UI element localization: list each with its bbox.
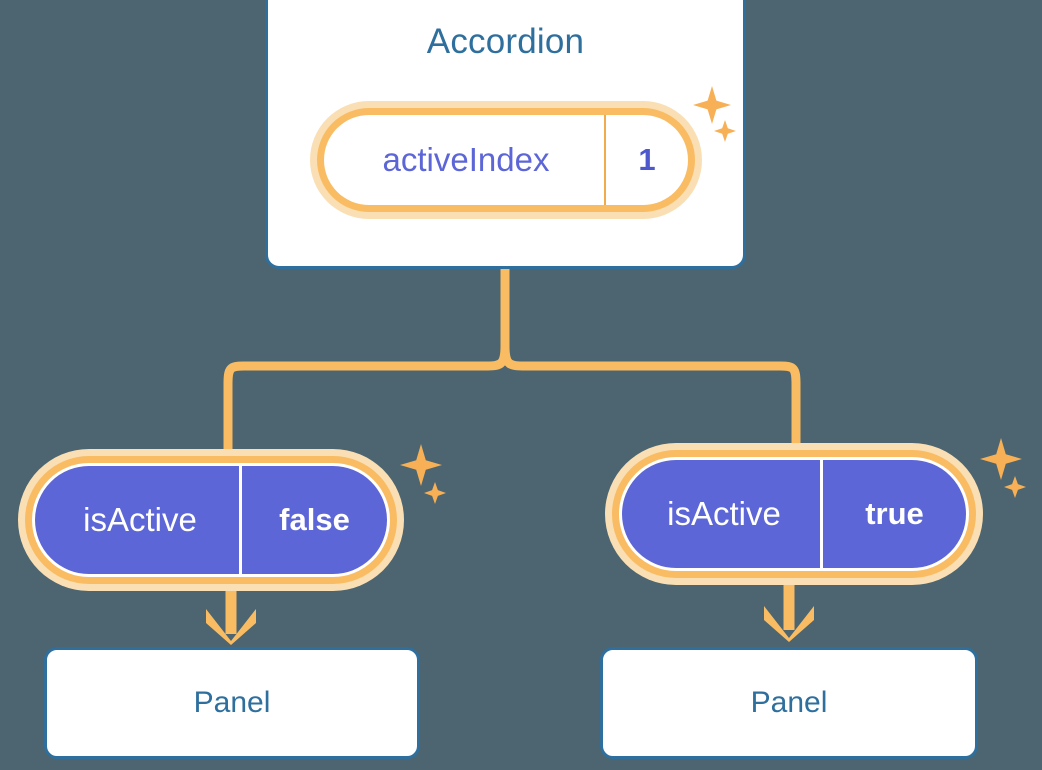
prop-pill-is-active-false[interactable]: isActive false xyxy=(18,449,404,591)
sparkle-icon xyxy=(980,438,1026,498)
pill-body: activeIndex 1 xyxy=(324,115,688,205)
prop-value-label: true xyxy=(820,460,966,568)
pill-body: isActive false xyxy=(32,463,390,577)
panel-node-left: Panel xyxy=(44,647,420,759)
panel-label: Panel xyxy=(193,686,271,719)
pill-ring: activeIndex 1 xyxy=(317,108,695,212)
prop-key-label: isActive xyxy=(83,501,197,538)
panel-label: Panel xyxy=(750,686,828,719)
panel-node-right: Panel xyxy=(600,647,978,759)
prop-pill-is-active-true[interactable]: isActive true xyxy=(605,443,983,585)
pill-ring: isActive false xyxy=(25,456,397,584)
accordion-title: Accordion xyxy=(426,22,585,61)
pill-ring: isActive true xyxy=(612,450,976,578)
pill-body: isActive true xyxy=(619,457,969,571)
state-key-label: activeIndex xyxy=(382,141,550,178)
prop-key-label: isActive xyxy=(667,495,781,532)
state-pill-active-index[interactable]: activeIndex 1 xyxy=(310,101,702,219)
prop-value-label: false xyxy=(239,466,387,574)
state-value-label: 1 xyxy=(604,115,688,205)
sparkle-icon xyxy=(400,444,446,504)
